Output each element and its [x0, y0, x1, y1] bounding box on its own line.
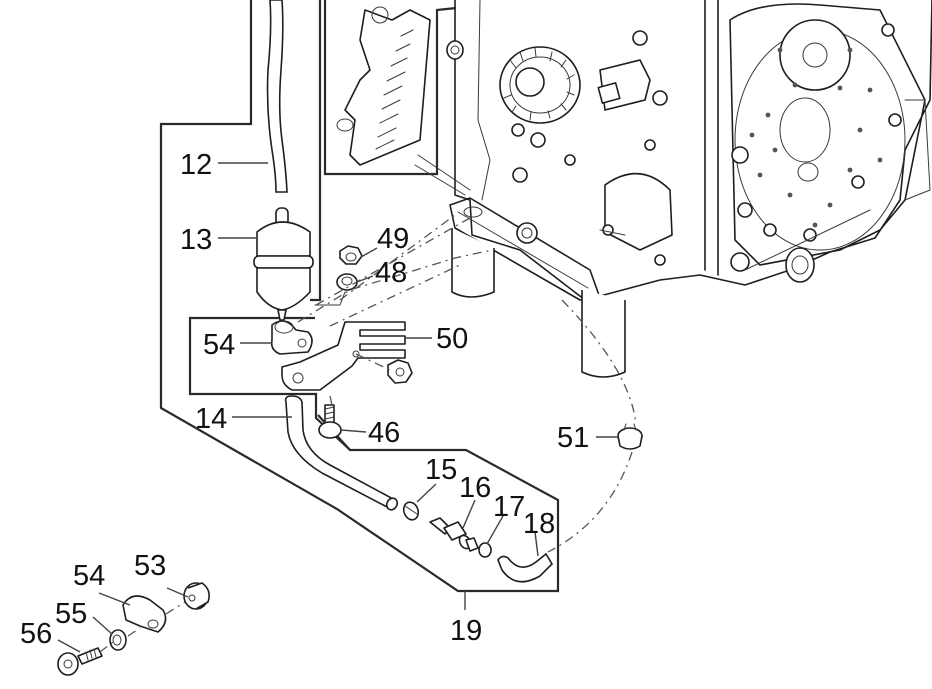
callout-49[interactable]: 49 — [377, 223, 409, 255]
part-15-clip[interactable] — [401, 500, 420, 522]
callout-55[interactable]: 55 — [55, 598, 87, 630]
callout-15[interactable]: 15 — [425, 454, 457, 486]
assembly-line — [314, 291, 346, 306]
callout-51[interactable]: 51 — [557, 422, 589, 454]
part-14-fuel-pipe[interactable] — [284, 395, 400, 512]
part-54-hose-clamp[interactable] — [270, 320, 313, 355]
callout-16[interactable]: 16 — [459, 472, 491, 504]
callout-53[interactable]: 53 — [134, 550, 166, 582]
callout-48[interactable]: 48 — [375, 257, 407, 289]
part-16-connector[interactable] — [429, 517, 479, 552]
part-49-nut[interactable] — [339, 245, 363, 265]
callout-54-lower[interactable]: 54 — [73, 560, 105, 592]
callout-56[interactable]: 56 — [20, 618, 52, 650]
callout-14[interactable]: 14 — [195, 403, 227, 435]
callout-17[interactable]: 17 — [493, 491, 525, 523]
bracket-detail-inset — [323, 0, 471, 196]
callout-50[interactable]: 50 — [436, 323, 468, 355]
part-56-cap-screw[interactable] — [57, 647, 103, 676]
filter-box-frame — [310, 0, 322, 302]
engine-block — [449, 0, 932, 378]
part-50-bracket[interactable] — [281, 321, 406, 391]
part-18-hose[interactable] — [497, 552, 554, 583]
callout-13[interactable]: 13 — [180, 224, 212, 256]
part-55-washer[interactable] — [109, 629, 127, 651]
callout-labels: 12 13 49 48 54 50 14 46 51 15 16 17 18 1… — [20, 149, 589, 650]
part-12-fuel-hose[interactable] — [266, 0, 288, 193]
assembly-lines — [99, 214, 637, 653]
part-51-hose-clip[interactable] — [617, 423, 643, 450]
kit-19-frame — [159, 0, 560, 593]
part-53-spacer[interactable] — [183, 582, 210, 610]
callout-18[interactable]: 18 — [523, 508, 555, 540]
callout-19[interactable]: 19 — [450, 615, 482, 647]
bracket-nut[interactable] — [387, 359, 413, 384]
leader-lines — [57, 162, 618, 653]
bracket-box-frame — [188, 316, 351, 451]
callout-12[interactable]: 12 — [180, 149, 212, 181]
callout-46[interactable]: 46 — [368, 417, 400, 449]
part-13-fuel-filter[interactable] — [253, 207, 314, 321]
part-54-hose-clamp-lower[interactable] — [122, 595, 167, 633]
part-17-clip[interactable] — [478, 542, 492, 558]
callout-54[interactable]: 54 — [203, 329, 235, 361]
part-46-bolt[interactable] — [318, 404, 342, 439]
